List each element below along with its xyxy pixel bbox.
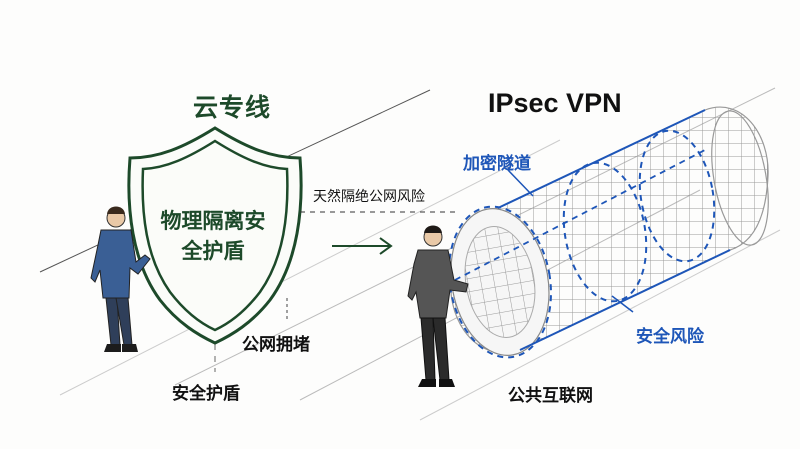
left-title: 云专线 [193,93,272,122]
bg-line-bottom-right [419,229,781,421]
bg-line-lower [59,139,561,396]
encryption-tunnel-label: 加密隧道 [463,154,531,174]
congestion-label: 公网拥堵 [242,335,310,355]
right-arrow-icon [332,237,393,255]
risk-leader [611,295,634,313]
encryption-leader [507,169,534,197]
shield-label: 物理隔离安全护盾 [160,209,266,263]
isolation-label: 天然隔绝公网风险 [313,189,425,205]
shield-icon [127,126,303,345]
shield-bottom-label: 安全护盾 [172,384,240,404]
mesh-tunnel-icon [448,106,769,359]
public-internet-label: 公共互联网 [508,386,593,406]
person-icon [407,225,469,387]
security-risk-label: 安全风险 [636,327,704,347]
person-icon [90,206,151,352]
right-title: IPsec VPN [488,88,622,118]
